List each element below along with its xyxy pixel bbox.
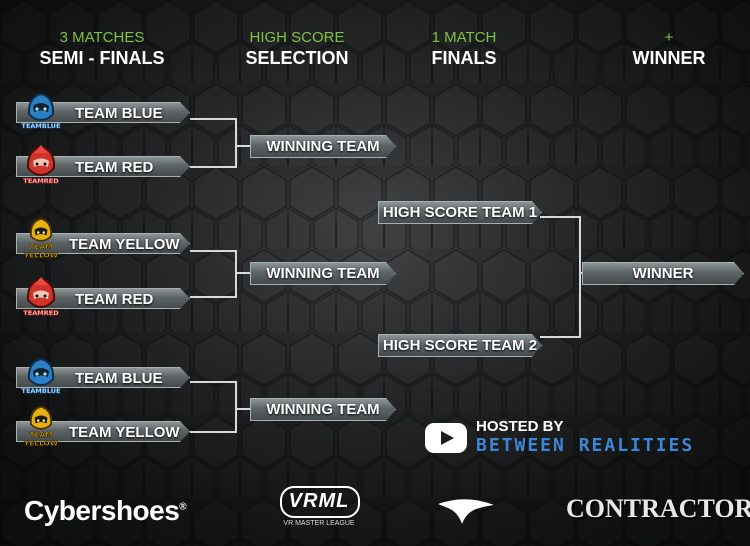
team-blue-logo-text: TEAMBLUE (22, 122, 61, 130)
swoosh-logo (438, 499, 494, 524)
semifinal-team-1[interactable]: TEAM BLUE (16, 102, 190, 123)
semifinal-team-4[interactable]: TEAM RED (16, 288, 190, 309)
team-yellow-logo-text: TEAM (29, 242, 52, 251)
column-header-finals: 1 MATCH FINALS (389, 28, 539, 68)
team-yellow-logo: TEAM YELLOW (23, 405, 58, 448)
semifinal-team-3[interactable]: TEAM YELLOW (16, 233, 190, 254)
team-red-logo-text: TEAMRED (23, 177, 59, 185)
team-blue-logo: TEAMBLUE (21, 357, 61, 395)
semifinal-team-6[interactable]: TEAM YELLOW (16, 421, 190, 442)
vrml-league-name: VR MASTER LEAGUE (283, 520, 355, 527)
cybershoes-logo: Cybershoes® (24, 495, 187, 527)
vrml-logo: VRML VR MASTER LEAGUE (274, 484, 364, 534)
column-title: SELECTION (245, 48, 349, 68)
team-yellow-logo: TEAM YELLOW (23, 217, 58, 260)
team-red-logo-text: TEAMRED (23, 309, 59, 317)
finals-high-score-team-2[interactable]: HIGH SCORE TEAM 2 (378, 334, 542, 357)
team-yellow-logo-text: YELLOW (23, 250, 58, 259)
host-name: BETWEEN REALITIES (476, 435, 695, 456)
selection-winning-team-1[interactable]: WINNING TEAM (250, 135, 396, 158)
team-yellow-logo-text: TEAM (29, 430, 52, 439)
column-header-semifinals: 3 MATCHES SEMI - FINALS (27, 28, 177, 68)
cybershoes-text: Cybershoes (24, 495, 180, 526)
semifinal-team-2[interactable]: TEAM RED (16, 156, 190, 177)
finals-high-score-team-1[interactable]: HIGH SCORE TEAM 1 (378, 201, 542, 224)
winner-plate[interactable]: WINNER (582, 262, 744, 285)
selection-winning-team-3[interactable]: WINNING TEAM (250, 398, 396, 421)
registered-mark: ® (179, 501, 187, 513)
column-title: WINNER (632, 48, 706, 68)
column-sub-label: 1 MATCH (431, 29, 497, 46)
column-sub-label: HIGH SCORE (249, 29, 345, 46)
team-red-logo: TEAMRED (23, 277, 60, 317)
hosted-by-label: HOSTED BY (476, 418, 564, 435)
column-header-winner: + WINNER (594, 28, 744, 68)
column-sub-label: 3 MATCHES (59, 29, 145, 46)
contractors-logo: CONTRACTOR$ (566, 494, 750, 523)
team-blue-logo-text: TEAMBLUE (22, 387, 61, 395)
semifinal-team-5[interactable]: TEAM BLUE (16, 367, 190, 388)
column-header-selection: HIGH SCORE SELECTION (222, 28, 372, 68)
vrml-logo-text: VRML (288, 490, 350, 512)
team-blue-logo: TEAMBLUE (21, 92, 61, 130)
column-title: FINALS (431, 48, 497, 68)
team-yellow-logo-text: YELLOW (23, 438, 58, 447)
column-title: SEMI - FINALS (39, 48, 165, 68)
column-sub-label: + (664, 29, 674, 46)
selection-winning-team-2[interactable]: WINNING TEAM (250, 262, 396, 285)
play-icon (425, 423, 467, 453)
team-red-logo: TEAMRED (23, 145, 60, 185)
